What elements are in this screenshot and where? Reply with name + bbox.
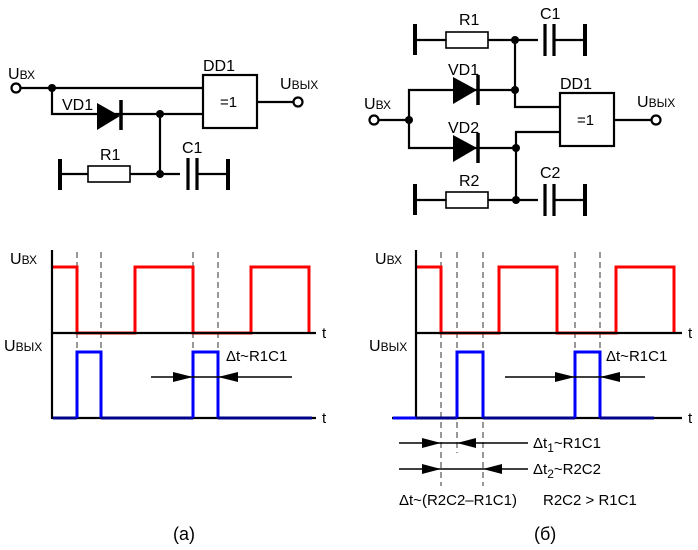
gate-label-a: DD1	[203, 58, 235, 75]
arrowhead-left	[218, 372, 238, 382]
timing-output-label-b: UВЫХ	[369, 338, 407, 355]
output-terminal-a	[292, 96, 304, 108]
resistor-r1-a	[87, 165, 131, 183]
xor-gate-dd1-b	[558, 91, 616, 148]
panel-caption-b: (б)	[534, 524, 556, 544]
input-terminal-a	[10, 82, 22, 94]
panel-caption-a: (a)	[173, 524, 195, 544]
diode-vd1-a	[97, 103, 120, 130]
junction-dot	[156, 170, 164, 178]
timing-input-label-a: UВХ	[10, 251, 37, 268]
input-label-a: UВХ	[8, 66, 35, 83]
timing-a: UВХ UВЫХ t t Δt~R1C1 (a)	[4, 250, 327, 544]
output-pulse	[455, 350, 485, 418]
junction-dot	[512, 196, 520, 204]
delta-t-label-a: Δt~R1C1	[226, 348, 287, 365]
wire	[513, 90, 560, 109]
wire	[407, 120, 516, 150]
circuit-b: R1 C1 VD1 UВХ VD2 R2	[364, 6, 675, 216]
time-label: t	[322, 410, 327, 427]
delta-t-label-b: Δt~R1C1	[606, 348, 667, 365]
resistor-r1-b	[445, 31, 489, 49]
arrowhead-right	[173, 372, 193, 382]
input-signal-b	[417, 265, 676, 335]
diode-vd1-b	[453, 77, 477, 104]
time-label: t	[688, 410, 693, 427]
resistor-r2-b	[445, 191, 489, 209]
diode-label-vd2-b: VD2	[448, 120, 479, 137]
time-label: t	[322, 325, 327, 342]
timing-output-label-a: UВЫХ	[4, 338, 42, 355]
output-pulse	[191, 350, 220, 418]
wire	[514, 130, 560, 148]
resistor-label-r1-b: R1	[459, 12, 480, 29]
input-terminal-b	[368, 114, 380, 126]
input-signal-a	[53, 265, 311, 335]
diode-label-vd1-a: VD1	[62, 97, 93, 114]
gate-function-a: =1	[220, 94, 237, 111]
output-pulse	[573, 350, 602, 418]
wire	[50, 88, 203, 116]
capacitor-label-c1-a: C1	[182, 140, 203, 157]
input-label-b: UВХ	[364, 96, 391, 113]
diode-vd2-b	[453, 135, 477, 162]
output-terminal-b	[650, 114, 662, 126]
timing-b: UВХ UВЫХ t t Δt~R1C1 Δt1~R1C1	[369, 250, 693, 544]
diode-label-vd1-b: VD1	[448, 62, 479, 79]
output-label-b: UВЫХ	[637, 94, 675, 111]
resistor-label-r2-b: R2	[459, 173, 480, 190]
arrowhead-left	[483, 464, 502, 474]
capacitor-label-c2-b: C2	[540, 165, 561, 182]
gate-label-b: DD1	[560, 76, 592, 93]
arrowhead-right	[422, 438, 441, 448]
time-label: t	[688, 325, 693, 342]
output-pulse	[75, 350, 103, 418]
dt1-label: Δt1~R1C1	[533, 435, 601, 455]
dt2-label: Δt2~R2C2	[533, 461, 601, 481]
delta-t-formula: Δt~(R2C2–R1C1)	[399, 492, 517, 509]
arrowhead-left	[457, 438, 476, 448]
circuit-a: UВХ VD1 R1 C1 DD1 =1 UВЫХ	[8, 58, 318, 190]
rc-condition: R2C2 > R1C1	[543, 492, 637, 509]
timing-input-label-b: UВХ	[375, 251, 402, 268]
arrowhead-right	[555, 372, 575, 382]
arrowhead-left	[600, 372, 620, 382]
capacitor-label-c1-b: C1	[540, 6, 561, 23]
resistor-label-r1-a: R1	[100, 147, 121, 164]
gate-function-b: =1	[577, 112, 594, 129]
arrowhead-right	[422, 464, 441, 474]
output-label-a: UВЫХ	[280, 76, 318, 93]
